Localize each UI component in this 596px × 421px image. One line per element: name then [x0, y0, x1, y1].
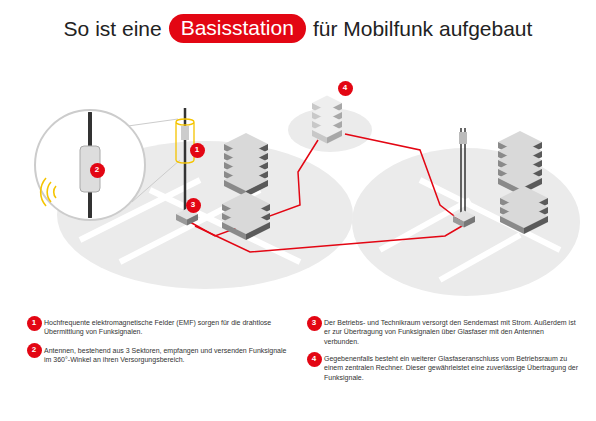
note-text: Antennen, bestehend aus 3 Sektoren, empf… [44, 346, 294, 365]
callout-digit: 1 [27, 316, 42, 331]
callout-digit: 1 [190, 143, 205, 158]
callout-number: 4 [338, 81, 353, 96]
mast [184, 108, 187, 214]
callout-digit: 4 [307, 352, 322, 367]
callout-circle [27, 343, 42, 358]
callout-digit: 2 [27, 343, 42, 358]
callout-circle [190, 143, 205, 158]
road [380, 180, 560, 280]
antenna-panel [181, 126, 189, 140]
zoom-line [128, 119, 178, 126]
note-text: Gegebenenfalls besteht ein weiterer Glas… [324, 354, 579, 382]
callout-circle [90, 163, 105, 178]
title-highlight: Basisstation [181, 16, 294, 40]
building-slab [312, 130, 327, 144]
note-text: Hochfrequente elektromagnetische Felder … [44, 318, 294, 337]
title-text: für Mobilfunk aufgebaut [313, 17, 532, 41]
callout-number: 3 [307, 316, 322, 331]
building-slab [524, 216, 548, 234]
antenna-panel [459, 132, 467, 144]
callout-digit: 2 [90, 163, 105, 178]
callout-digit: 3 [186, 198, 201, 213]
buildings [176, 96, 548, 241]
building-slab [453, 216, 464, 228]
fiber-line [190, 140, 318, 236]
callout-circle [307, 316, 322, 331]
signal-waves [41, 178, 56, 206]
callout-circle [338, 81, 353, 96]
title-text: So ist eine [64, 17, 162, 41]
title-row: So ist eine Basisstation für Mobilfunk auf… [0, 14, 596, 43]
building-slab [222, 222, 246, 240]
fiber-line [345, 134, 462, 222]
callout-number: 1 [190, 143, 205, 158]
building-slab [464, 216, 475, 228]
note-text: Der Betriebs- und Technikraum versorgt d… [324, 318, 579, 346]
callout-number: 2 [90, 163, 105, 178]
callout-digit: 3 [307, 316, 322, 331]
callout-circle [186, 198, 201, 213]
building-slab [246, 222, 270, 240]
callout-number: 3 [186, 198, 201, 213]
callout-number: 4 [307, 352, 322, 367]
callout-digit: 4 [338, 81, 353, 96]
callout-circle [27, 316, 42, 331]
ground-right [352, 148, 580, 296]
building-slab [187, 214, 198, 226]
building-slab [500, 216, 524, 234]
callout-circle [307, 352, 322, 367]
building-slab [176, 214, 187, 226]
emf-field [176, 119, 194, 163]
building-slab [327, 130, 342, 144]
callout-number: 1 [27, 316, 42, 331]
highlight-pill: Basisstation [169, 14, 306, 43]
callout-number: 2 [27, 343, 42, 358]
